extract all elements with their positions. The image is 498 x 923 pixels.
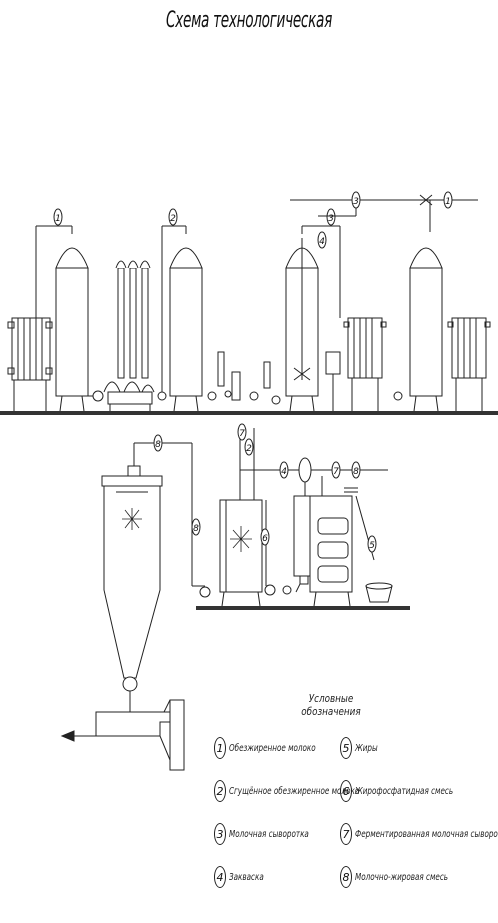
tank-4 xyxy=(393,247,443,412)
marker-3a: 3 xyxy=(326,208,336,226)
legend-item-text: Закваска xyxy=(229,871,264,883)
marker-6-label: 6 xyxy=(262,534,268,544)
legend-item-number: 5 xyxy=(340,737,352,759)
legend-item-text: Обезжиренное молоко xyxy=(229,742,316,754)
tank-1 xyxy=(35,225,89,412)
marker-2-label: 2 xyxy=(170,214,176,224)
legend-title: Условные обозначения xyxy=(301,692,361,718)
plate-heat-exchanger-3 xyxy=(447,317,491,411)
marker-6: 6 xyxy=(260,528,270,546)
legend-item-text: Жирофосфатидная смесь xyxy=(355,785,454,797)
marker-1b: 2 xyxy=(168,208,178,226)
legend-item-number: 1 xyxy=(214,737,226,759)
marker-4b-label: 4 xyxy=(281,467,287,477)
marker-3a-label: 3 xyxy=(328,214,334,224)
legend-item-number: 7 xyxy=(340,823,352,845)
marker-lower-4: 4 xyxy=(279,461,289,479)
marker-8b-label: 8 xyxy=(193,524,199,534)
legend-item-text: Жиры xyxy=(355,742,378,754)
plate-heat-exchanger-2 xyxy=(343,317,387,411)
marker-4: 4 xyxy=(317,231,327,249)
marker-7a: 7 xyxy=(237,423,247,441)
legend-item-text: Ферментированная молочная сыворотка xyxy=(355,828,498,840)
spray-dryer xyxy=(60,442,211,771)
legend-item-number: 3 xyxy=(214,823,226,845)
marker-3-lower: 8 xyxy=(351,461,361,479)
top-floor-line xyxy=(0,411,498,415)
marker-8c-label: 8 xyxy=(353,467,359,477)
dosing-units xyxy=(207,351,281,405)
marker-2b-label: 2 xyxy=(246,444,252,454)
plate-heat-exchanger-1 xyxy=(7,317,53,411)
diagram-title: Схема технологическая xyxy=(166,8,332,33)
legend-item-number: 8 xyxy=(340,866,352,888)
mixer-tank xyxy=(219,428,292,607)
marker-1b-label: 1 xyxy=(445,197,451,207)
marker-2b: 2 xyxy=(244,438,254,456)
pump-1 xyxy=(88,390,104,402)
legend-item-text: Молочно-жировая смесь xyxy=(355,871,449,883)
legend-item-text: Молочная сыворотка xyxy=(229,828,309,840)
marker-3-right: 1 xyxy=(443,191,453,209)
legend-item-number: 4 xyxy=(214,866,226,888)
marker-4-label: 4 xyxy=(319,237,325,247)
legend-item-number: 2 xyxy=(214,780,226,802)
tank-3-fermenter xyxy=(285,225,341,412)
tank-2 xyxy=(157,225,203,412)
marker-7b: 7 xyxy=(331,461,341,479)
legend-item-number: 6 xyxy=(340,780,352,802)
marker-7a-label: 7 xyxy=(239,429,245,439)
marker-3b-label: 3 xyxy=(353,197,359,207)
marker-5-label: 5 xyxy=(369,541,375,551)
marker-8a: 8 xyxy=(153,434,163,452)
marker-3-top: 3 xyxy=(351,191,361,209)
vacuum-evaporator xyxy=(103,260,155,411)
marker-8a-label: 8 xyxy=(155,440,161,450)
fat-melting-unit xyxy=(288,457,393,607)
marker-7b-label: 7 xyxy=(333,467,339,477)
marker-1a-label: 1 xyxy=(55,214,61,224)
marker-5-lower: 5 xyxy=(367,535,377,553)
marker-8b: 8 xyxy=(191,518,201,536)
legend-item-text: Сгущённое обезжиренное молоко xyxy=(229,785,360,797)
lower-floor-line xyxy=(196,606,410,610)
marker-1a: 1 xyxy=(53,208,63,226)
agitator-drive xyxy=(325,351,341,411)
